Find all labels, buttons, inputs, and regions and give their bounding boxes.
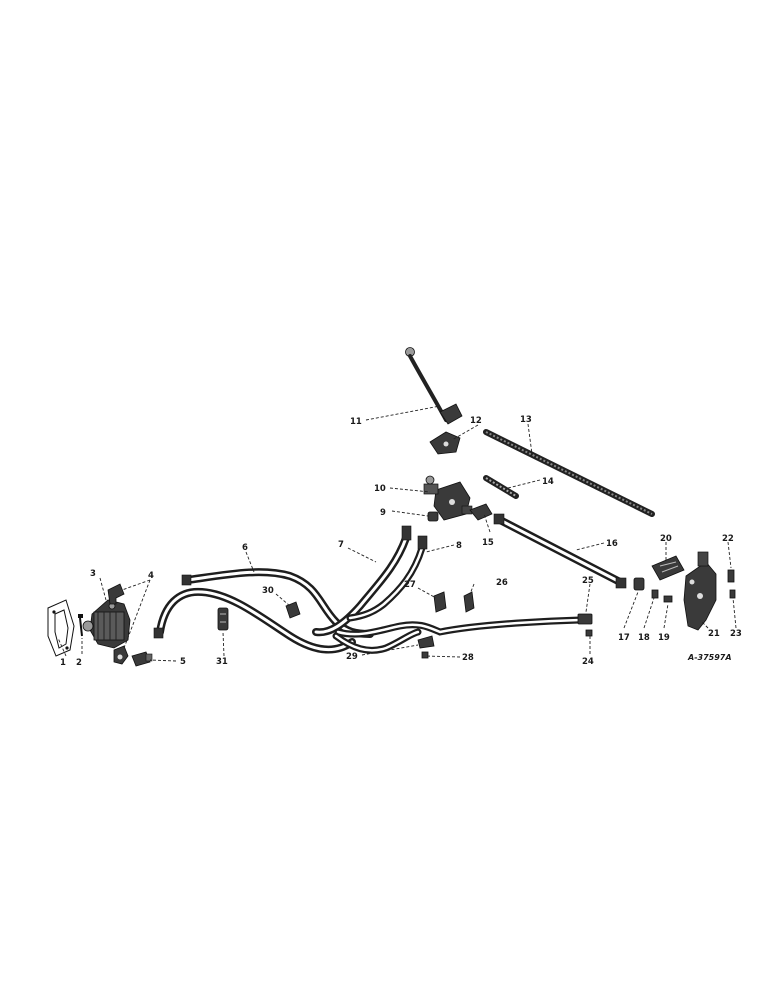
connector-part <box>131 651 153 667</box>
callout-19: 19 <box>658 633 670 643</box>
cover-20 <box>651 555 685 581</box>
spring-14 <box>483 475 519 499</box>
callout-9: 9 <box>380 508 386 518</box>
callout-11: 11 <box>350 417 362 427</box>
hose-long-right <box>334 616 584 638</box>
callout-12: 12 <box>470 416 482 426</box>
callout-3: 3 <box>90 569 96 579</box>
callout-18: 18 <box>638 633 650 643</box>
clamp-27 <box>433 591 447 613</box>
fitting-23 <box>729 589 736 599</box>
leader-lines <box>57 405 737 662</box>
hose-lower-loop <box>332 628 422 654</box>
gasket-part <box>47 599 75 657</box>
callout-labels: 1 2 3 4 5 6 7 8 9 10 11 12 13 14 15 16 1… <box>60 415 742 668</box>
fitting-19 <box>663 595 673 603</box>
fitting-30 <box>285 601 301 619</box>
fitting-28 <box>421 651 429 659</box>
fitting-18 <box>651 589 659 599</box>
callout-23: 23 <box>730 629 742 639</box>
callout-25: 25 <box>582 576 594 586</box>
clamp-26 <box>463 591 475 613</box>
fitting-17 <box>633 577 645 591</box>
callout-24: 24 <box>582 657 594 667</box>
control-lever-part <box>405 347 463 425</box>
callout-27: 27 <box>404 580 416 590</box>
fitting-25 <box>577 613 593 625</box>
fitting-24 <box>585 629 593 637</box>
callout-14: 14 <box>542 477 554 487</box>
hose-8 <box>346 535 428 622</box>
callout-6: 6 <box>242 543 248 553</box>
hydraulic-pump-part <box>82 599 131 649</box>
callout-5: 5 <box>180 657 186 667</box>
callout-10: 10 <box>374 484 386 494</box>
callout-1: 1 <box>60 658 66 668</box>
hose-pump-return <box>153 587 356 654</box>
elbow-fitting-upper <box>107 583 125 605</box>
callout-29: 29 <box>346 652 358 662</box>
elbow-fitting-lower <box>113 645 129 665</box>
fitting-9 <box>427 511 439 522</box>
fitting-22 <box>727 569 735 583</box>
hose-7 <box>312 525 412 637</box>
callout-8: 8 <box>456 541 462 551</box>
fitting-15 <box>469 503 493 521</box>
callout-2: 2 <box>76 658 82 668</box>
callout-22: 22 <box>722 534 734 544</box>
clamp-31 <box>217 607 229 631</box>
callout-21: 21 <box>708 629 720 639</box>
callout-15: 15 <box>482 538 494 548</box>
callout-30: 30 <box>262 586 274 596</box>
bolt-part <box>78 614 83 637</box>
hose-16 <box>493 513 627 589</box>
callout-31: 31 <box>216 657 228 667</box>
clip-29 <box>417 635 435 649</box>
bracket-12 <box>429 431 461 455</box>
callout-7: 7 <box>338 540 344 550</box>
callout-28: 28 <box>462 653 474 663</box>
callout-13: 13 <box>520 415 532 425</box>
callout-26: 26 <box>496 578 508 588</box>
callout-20: 20 <box>660 534 672 544</box>
callout-16: 16 <box>606 539 618 549</box>
callout-4: 4 <box>148 571 154 581</box>
callout-17: 17 <box>618 633 630 643</box>
steering-gear-part <box>683 551 717 631</box>
rod-13 <box>483 429 655 517</box>
reference-code: A-37597A <box>687 653 732 662</box>
